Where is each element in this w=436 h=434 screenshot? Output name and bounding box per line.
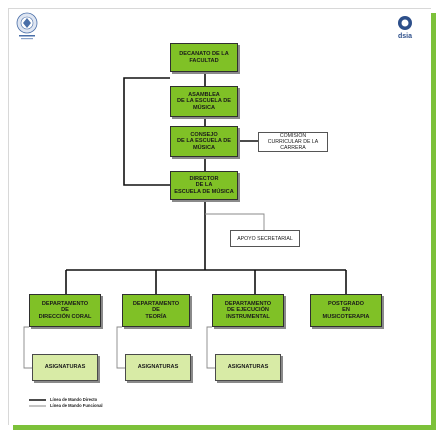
legend-direct-label: Línea de Mando Directo [50,397,98,402]
university-seal-logo [14,12,40,42]
asignaturas-teoria-box: ASIGNATURAS [125,354,191,381]
apoyo-secretarial-box: APOYO SECRETARIAL [230,230,300,247]
dsia-logo-text: dsia [398,33,412,40]
asignaturas-coral-box: ASIGNATURAS [32,354,98,381]
dsia-logo: dsia [390,14,420,40]
legend-functional-label: Línea de Mando Funcional [50,403,103,408]
asignaturas-ejecucion-box: ASIGNATURAS [215,354,281,381]
functional-lines [23,213,265,369]
direct-lines [65,72,347,294]
